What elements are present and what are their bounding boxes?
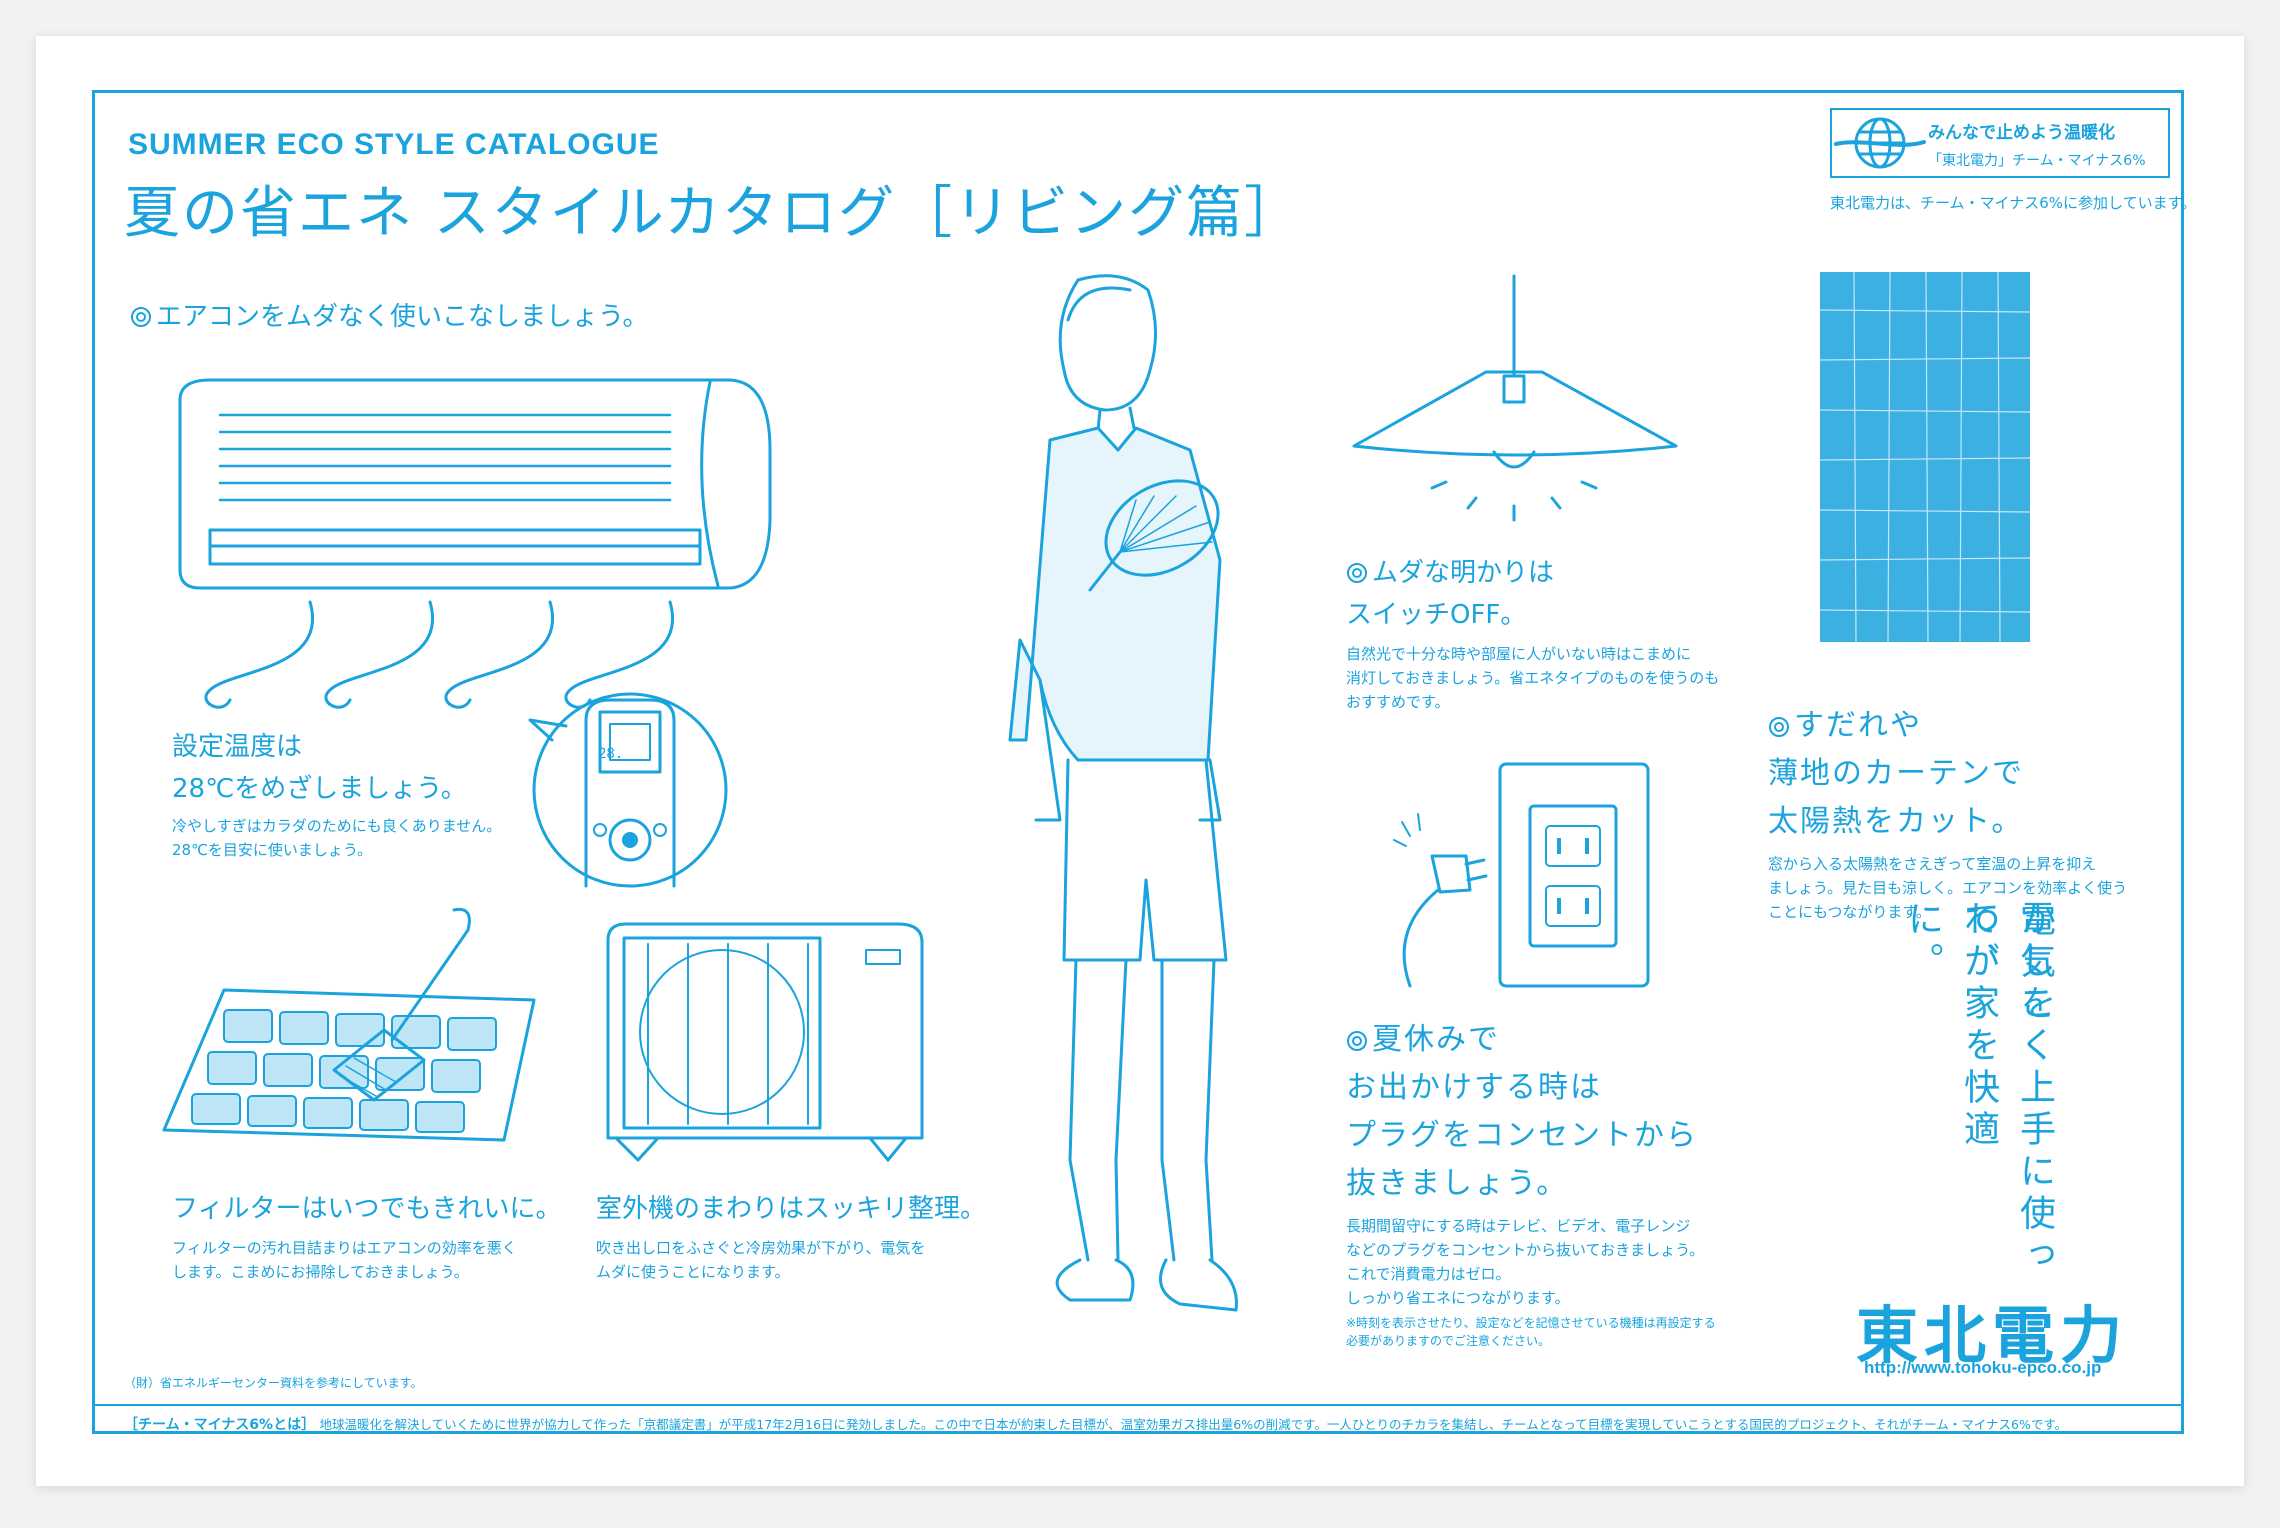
plug-body-4: しっかり省エネにつながります。	[1346, 1289, 1570, 1307]
swirl-icon	[1347, 1031, 1367, 1051]
reference-note: （財）省エネルギーセンター資料を参考にしています。	[124, 1376, 423, 1390]
air-conditioner-illustration	[178, 378, 772, 709]
aircon-heading: エアコンをムダなく使いこなしましょう。	[130, 296, 648, 338]
remote-display: 28.	[598, 746, 624, 762]
plug-body-3: これで消費電力はゼロ。	[1346, 1265, 1511, 1283]
plug-heading-2: お出かけする時は	[1346, 1070, 1602, 1105]
filter-illustration	[162, 907, 536, 1142]
lighting-heading-1: ムダな明かりは	[1346, 552, 1719, 594]
curtain-body-2: ましょう。見た目も涼しく。エアコンを効率よく使う	[1768, 879, 2128, 897]
lighting-heading-1-text: ムダな明かりは	[1372, 558, 1555, 588]
temperature-body-1: 冷やしすぎはカラダのためにも良くありません。	[172, 817, 502, 835]
swirl-icon	[1769, 717, 1789, 737]
footer-label: ［チーム・マイナス6%とは］	[124, 1417, 316, 1433]
slogan-column-3: わが家を快適に。	[1902, 900, 1999, 1152]
globe-icon	[1834, 117, 1926, 169]
poster-frame	[92, 90, 2184, 1434]
outdoor-unit-illustration	[606, 922, 924, 1162]
slogan-column-2: かしこく上手に使って、	[1958, 900, 2055, 1278]
lighting-heading-2: スイッチOFF。	[1346, 600, 1527, 630]
temperature-heading-1: 設定温度は	[172, 732, 303, 762]
plug-body-2: などのプラグをコンセントから抜いておきましょう。	[1346, 1241, 1705, 1259]
ceiling-lamp-illustration	[1352, 274, 1678, 522]
remote-control-illustration	[528, 692, 728, 888]
swirl-icon	[1347, 563, 1367, 583]
temperature-body-2: 28℃を目安に使いましょう。	[172, 841, 373, 859]
aircon-heading-text: エアコンをムダなく使いこなしましょう。	[156, 302, 649, 332]
bamboo-blind-illustration	[1819, 271, 2031, 643]
english-title: SUMMER ECO STYLE CATALOGUE	[128, 128, 660, 161]
page-title: 夏の省エネ スタイルカタログ［リビング篇］	[124, 181, 1303, 246]
filter-body-2: します。こまめにお掃除しておきましょう。	[172, 1263, 469, 1281]
outdoor-unit-heading: 室外機のまわりはスッキリ整理。	[596, 1194, 987, 1224]
plug-heading-1: 夏休みで	[1346, 1016, 1716, 1064]
curtain-body-1: 窓から入る太陽熱をさえぎって室温の上昇を抑え	[1768, 855, 2097, 873]
temperature-heading-2: 28℃をめざしましょう。	[172, 774, 467, 804]
lighting-body-2: 消灯しておきましょう。省エネタイプのものを使うのも	[1346, 669, 1720, 687]
plug-note-2: 必要がありますのでご注意ください。	[1346, 1334, 1551, 1348]
website-url[interactable]: http://www.tohoku-epco.co.jp	[1864, 1358, 2102, 1377]
lighting-body-1: 自然光で十分な時や部屋に人がいない時はこまめに	[1346, 645, 1692, 663]
plug-heading-1-text: 夏休みで	[1372, 1022, 1500, 1057]
badge-line-1: みんなで止めよう温暖化	[1928, 123, 2115, 143]
temperature-section: 設定温度は 28℃をめざしましょう。 冷やしすぎはカラダのためにも良くありません…	[172, 726, 501, 862]
plug-heading-4: 抜きましょう。	[1346, 1166, 1569, 1201]
curtain-heading-2: 薄地のカーテンで	[1768, 756, 2024, 791]
outdoor-unit-body-2: ムダに使うことになります。	[596, 1263, 790, 1281]
filter-section: フィルターはいつでもきれいに。 フィルターの汚れ目詰まりはエアコンの効率を悪く …	[172, 1188, 561, 1284]
swirl-icon	[131, 307, 151, 327]
curtain-section: すだれや 薄地のカーテンで 太陽熱をカット。 窓から入る太陽熱をさえぎって室温の…	[1768, 702, 2127, 924]
team-minus-6-badge: みんなで止めよう温暖化 「東北電力」チーム・マイナス6%	[1830, 108, 2170, 178]
curtain-heading-1-text: すだれや	[1794, 708, 1922, 743]
curtain-heading-1: すだれや	[1768, 702, 2127, 750]
footer-text: 地球温暖化を解決していくために世界が協力して作った「京都議定書」が平成17年2月…	[319, 1417, 2068, 1432]
slogan-column-1: 電気を	[2014, 900, 2055, 1026]
outdoor-unit-section: 室外機のまわりはスッキリ整理。 吹き出し口をふさぐと冷房効果が下がり、電気を ム…	[596, 1188, 986, 1284]
lighting-body-3: おすすめです。	[1346, 693, 1450, 711]
man-with-fan-illustration	[1008, 274, 1238, 1312]
footer-divider	[92, 1404, 2184, 1406]
badge-line-2: 「東北電力」チーム・マイナス6%	[1928, 153, 2146, 169]
plug-body-1: 長期間留守にする時はテレビ、ビデオ、電子レンジ	[1346, 1217, 1691, 1235]
badge-note: 東北電力は、チーム・マイナス6%に参加しています。	[1830, 194, 2197, 212]
filter-heading: フィルターはいつでもきれいに。	[172, 1194, 562, 1224]
tohoku-electric-logo: 東北電力	[1856, 1299, 2129, 1372]
filter-body-1: フィルターの汚れ目詰まりはエアコンの効率を悪く	[172, 1239, 517, 1257]
plug-note-1: ※時刻を表示させたり、設定などを記憶させている機種は再設定する	[1346, 1316, 1716, 1330]
plug-heading-3: プラグをコンセントから	[1346, 1118, 1698, 1153]
lighting-section: ムダな明かりは スイッチOFF。 自然光で十分な時や部屋に人がいない時はこまめに…	[1346, 552, 1719, 714]
plug-section: 夏休みで お出かけする時は プラグをコンセントから 抜きましょう。 長期間留守に…	[1346, 1016, 1716, 1350]
curtain-body-3: ことにもつながります。	[1768, 903, 1931, 921]
outlet-and-plug-illustration	[1393, 762, 1650, 988]
outdoor-unit-body-1: 吹き出し口をふさぐと冷房効果が下がり、電気を	[596, 1239, 926, 1257]
footer: ［チーム・マイナス6%とは］ 地球温暖化を解決していくために世界が協力して作った…	[124, 1414, 2067, 1434]
curtain-heading-3: 太陽熱をカット。	[1768, 804, 2024, 839]
